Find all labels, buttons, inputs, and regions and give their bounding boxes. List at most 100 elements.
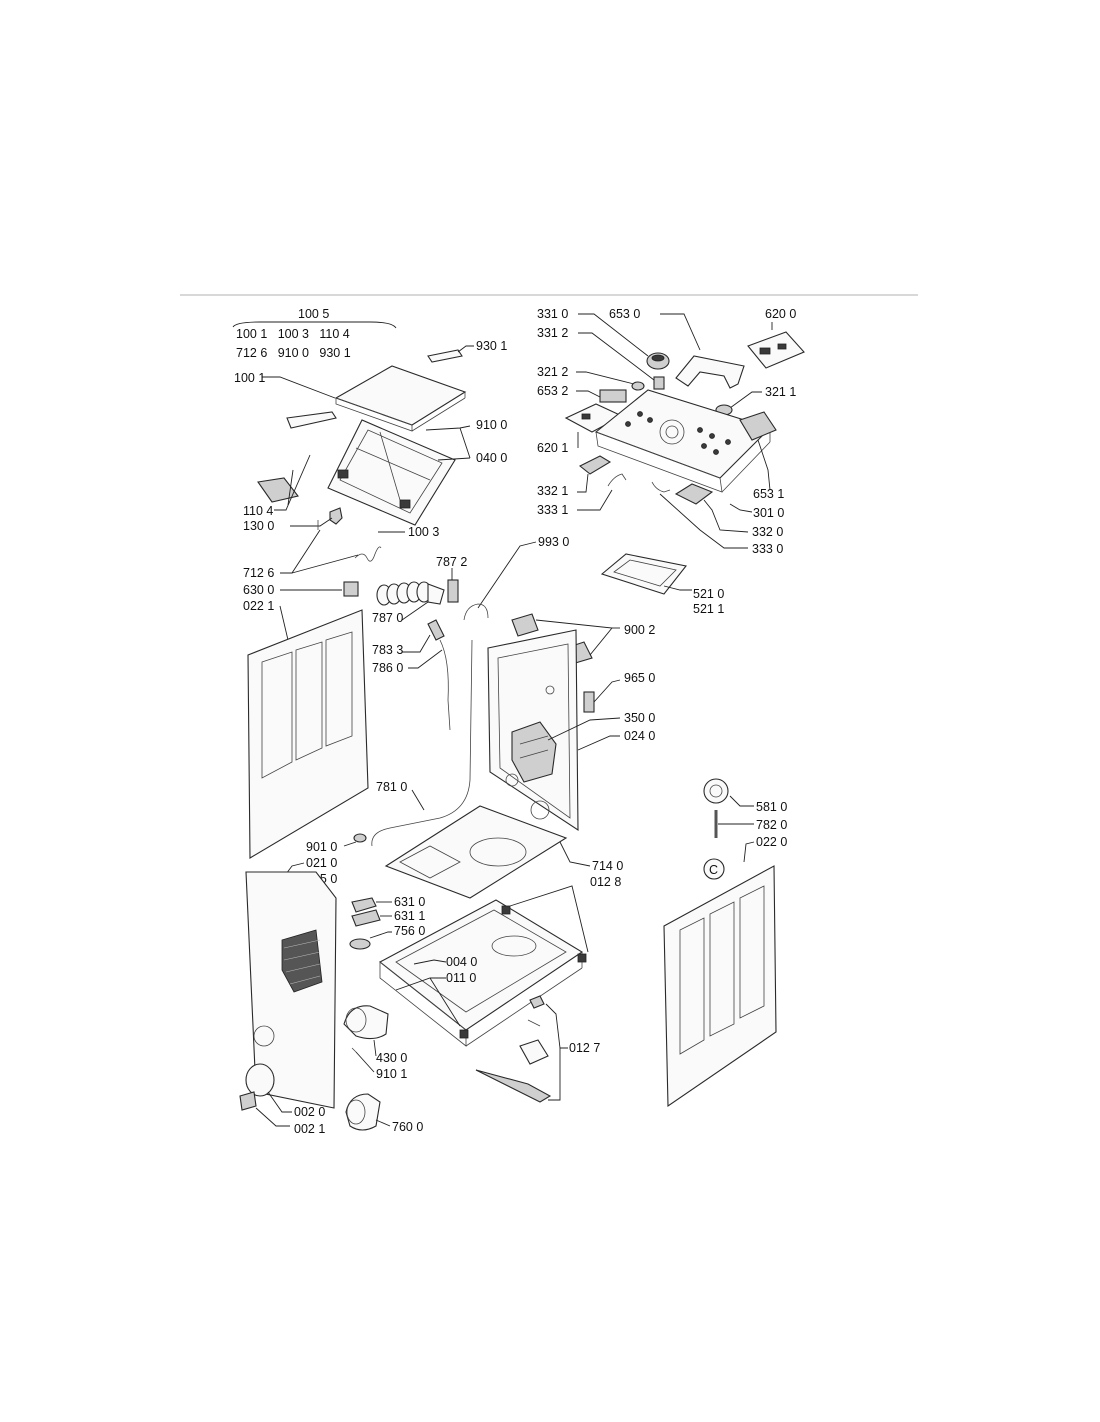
label-760-0: 760 0 xyxy=(392,1120,423,1134)
label-521-0: 521 0 xyxy=(693,587,724,601)
right-side-group: 581 0 782 0 C 022 0 xyxy=(663,778,787,1108)
lid-strip xyxy=(427,349,463,363)
service-door xyxy=(245,1063,275,1097)
label-787-0: 787 0 xyxy=(372,611,403,625)
part-653-1-bracket xyxy=(739,411,777,441)
foot-a xyxy=(501,905,511,915)
part-653-0-bracket xyxy=(675,355,745,389)
label-331-0: 331 0 xyxy=(537,307,568,321)
fill-hose xyxy=(439,639,451,731)
label-965-0: 965 0 xyxy=(624,671,655,685)
group-header-label: 100 5 xyxy=(298,307,329,321)
lid-panel xyxy=(334,365,467,426)
part-321-2-button xyxy=(631,381,645,391)
part-631-1-bracket xyxy=(351,909,381,927)
lid-hinge-strip xyxy=(286,411,337,429)
label-333-0: 333 0 xyxy=(752,542,783,556)
part-756-0-pulley xyxy=(349,938,371,950)
label-620-1: 620 1 xyxy=(537,441,568,455)
label-910-1: 910 1 xyxy=(376,1067,407,1081)
label-002-1: 002 1 xyxy=(294,1122,325,1136)
detergent-dispenser xyxy=(600,553,687,595)
label-333-1: 333 1 xyxy=(537,503,568,517)
label-332-1: 332 1 xyxy=(537,484,568,498)
part-900-2-clamp-a xyxy=(511,613,539,637)
part-965-0-filter xyxy=(583,691,595,713)
base-frame-group: 631 0 631 1 756 0 004 0 011 0 012 8 012 … xyxy=(343,875,621,1134)
part-333-0-lever xyxy=(651,481,671,493)
label-630-0: 630 0 xyxy=(243,583,274,597)
pump-filter-760-0 xyxy=(345,1093,381,1131)
adjustable-foot xyxy=(529,995,545,1009)
label-022-0: 022 0 xyxy=(756,835,787,849)
part-333-1-lever xyxy=(607,473,627,487)
part-787-2-clip xyxy=(447,579,459,603)
label-712-6: 712 6 xyxy=(243,566,274,580)
label-930-1: 930 1 xyxy=(476,339,507,353)
label-781-0: 781 0 xyxy=(376,780,407,794)
label-004-0: 004 0 xyxy=(446,955,477,969)
front-panel-group: 021 0 065 0 002 0 002 1 xyxy=(239,856,337,1136)
label-714-0: 714 0 xyxy=(592,859,623,873)
label-910-0: 910 0 xyxy=(476,418,507,432)
bellows-hose xyxy=(376,581,445,606)
control-panel-group: 331 0 331 2 653 0 620 0 321 2 653 2 321 … xyxy=(537,307,805,556)
knob-insert xyxy=(653,376,665,390)
group-row-1: 100 1 100 3 110 4 xyxy=(236,327,350,341)
catalog-badge xyxy=(703,858,725,880)
part-783-3-connector xyxy=(427,619,445,641)
foot-b xyxy=(577,953,587,963)
label-756-0: 756 0 xyxy=(394,924,425,938)
foot-wrench xyxy=(475,1069,552,1103)
label-783-3: 783 3 xyxy=(372,643,403,657)
label-301-0: 301 0 xyxy=(753,506,784,520)
catalog-badge-letter: C xyxy=(709,863,718,877)
drain-hose-781-0 xyxy=(371,639,473,847)
label-100-3: 100 3 xyxy=(408,525,439,539)
group-row-2: 712 6 910 0 930 1 xyxy=(236,346,351,360)
label-012-7: 012 7 xyxy=(569,1041,600,1055)
control-board-620-0 xyxy=(747,331,805,369)
part-901-0-plug xyxy=(353,833,367,843)
part-332-0-switch xyxy=(674,483,714,505)
label-786-0: 786 0 xyxy=(372,661,403,675)
label-620-0: 620 0 xyxy=(765,307,796,321)
part-653-2-bracket xyxy=(599,389,627,403)
label-022-1: 022 1 xyxy=(243,599,274,613)
label-321-2: 321 2 xyxy=(537,365,568,379)
label-653-0: 653 0 xyxy=(609,307,640,321)
base-tray-714-0 xyxy=(384,805,568,899)
left-side-panel xyxy=(247,609,369,859)
label-332-0: 332 0 xyxy=(752,525,783,539)
label-331-2: 331 2 xyxy=(537,326,568,340)
label-993-0: 993 0 xyxy=(538,535,569,549)
sound-insulation-mat xyxy=(281,929,323,993)
foot-c xyxy=(459,1029,469,1039)
foot-base xyxy=(519,1039,549,1065)
label-581-0: 581 0 xyxy=(756,800,787,814)
label-021-0: 021 0 xyxy=(306,856,337,870)
label-040-0: 040 0 xyxy=(476,451,507,465)
lid-group: 100 5 100 1 100 3 110 4 712 6 910 0 930 … xyxy=(232,307,507,580)
label-653-1: 653 1 xyxy=(753,487,784,501)
part-332-1-switch xyxy=(578,455,612,475)
label-631-1: 631 1 xyxy=(394,909,425,923)
label-350-0: 350 0 xyxy=(624,711,655,725)
label-782-0: 782 0 xyxy=(756,818,787,832)
label-430-0: 430 0 xyxy=(376,1051,407,1065)
lid-latch xyxy=(329,507,343,525)
label-787-2: 787 2 xyxy=(436,555,467,569)
part-630-0-box xyxy=(343,581,359,597)
part-993-0-hose xyxy=(463,603,489,621)
label-130-0: 130 0 xyxy=(243,519,274,533)
lid-spring xyxy=(354,546,382,562)
label-321-1: 321 1 xyxy=(765,385,796,399)
left-side-group: 630 0 022 1 787 0 787 2 783 3 786 0 xyxy=(243,555,467,859)
part-631-0-bracket xyxy=(351,897,377,913)
control-panel-fascia xyxy=(594,389,772,479)
label-901-0: 901 0 xyxy=(306,840,337,854)
label-024-0: 024 0 xyxy=(624,729,655,743)
label-900-2: 900 2 xyxy=(624,623,655,637)
label-110-4: 110 4 xyxy=(243,504,273,518)
